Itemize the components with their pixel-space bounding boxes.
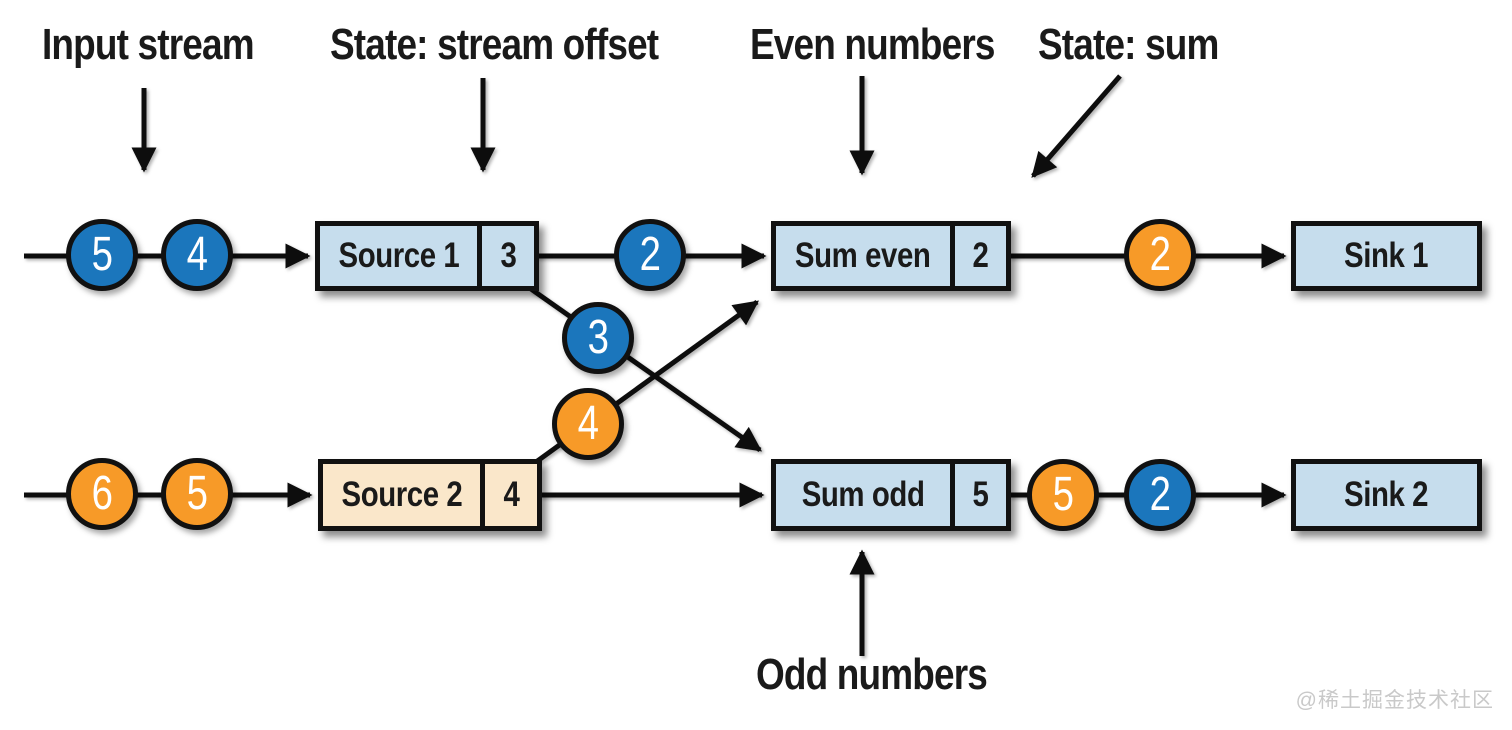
node-sink-2: Sink 2	[1291, 459, 1482, 531]
token-record: 2	[1124, 459, 1196, 531]
label-input-stream: Input stream	[42, 20, 255, 69]
label-odd-numbers: Odd numbers	[756, 650, 988, 699]
node-sum-even-state: 2	[950, 226, 1006, 286]
node-sum-even-label: Sum even	[795, 236, 931, 275]
node-source-2-state: 4	[480, 464, 537, 526]
label-even-numbers: Even numbers	[750, 20, 995, 69]
arrow-state-sum	[1031, 74, 1122, 178]
node-source-1: Source 1 3	[315, 221, 539, 291]
label-state-stream-offset: State: stream offset	[330, 20, 659, 69]
node-source-1-state: 3	[477, 226, 534, 286]
token-record: 5	[66, 219, 138, 291]
node-sum-odd-label: Sum odd	[801, 475, 925, 514]
node-sink-2-label: Sink 2	[1344, 475, 1429, 514]
token-record: 4	[552, 388, 624, 460]
label-state-sum: State: sum	[1038, 20, 1219, 69]
token-record: 5	[161, 458, 233, 530]
token-record: 3	[562, 302, 634, 374]
node-sum-even: Sum even 2	[771, 221, 1011, 291]
node-source-2-label: Source 2	[341, 475, 462, 514]
node-source-2: Source 2 4	[318, 459, 542, 531]
token-record: 6	[66, 458, 138, 530]
token-record: 5	[1027, 459, 1099, 531]
token-record: 2	[1124, 219, 1196, 291]
node-sink-1-label: Sink 1	[1344, 236, 1429, 275]
token-record: 2	[614, 219, 686, 291]
node-sum-odd: Sum odd 5	[771, 459, 1011, 531]
node-source-1-label: Source 1	[338, 236, 459, 275]
watermark: @稀土掘金技术社区	[1295, 689, 1494, 712]
node-sum-odd-state: 5	[950, 464, 1006, 526]
token-record: 4	[161, 219, 233, 291]
node-sink-1: Sink 1	[1291, 221, 1482, 291]
